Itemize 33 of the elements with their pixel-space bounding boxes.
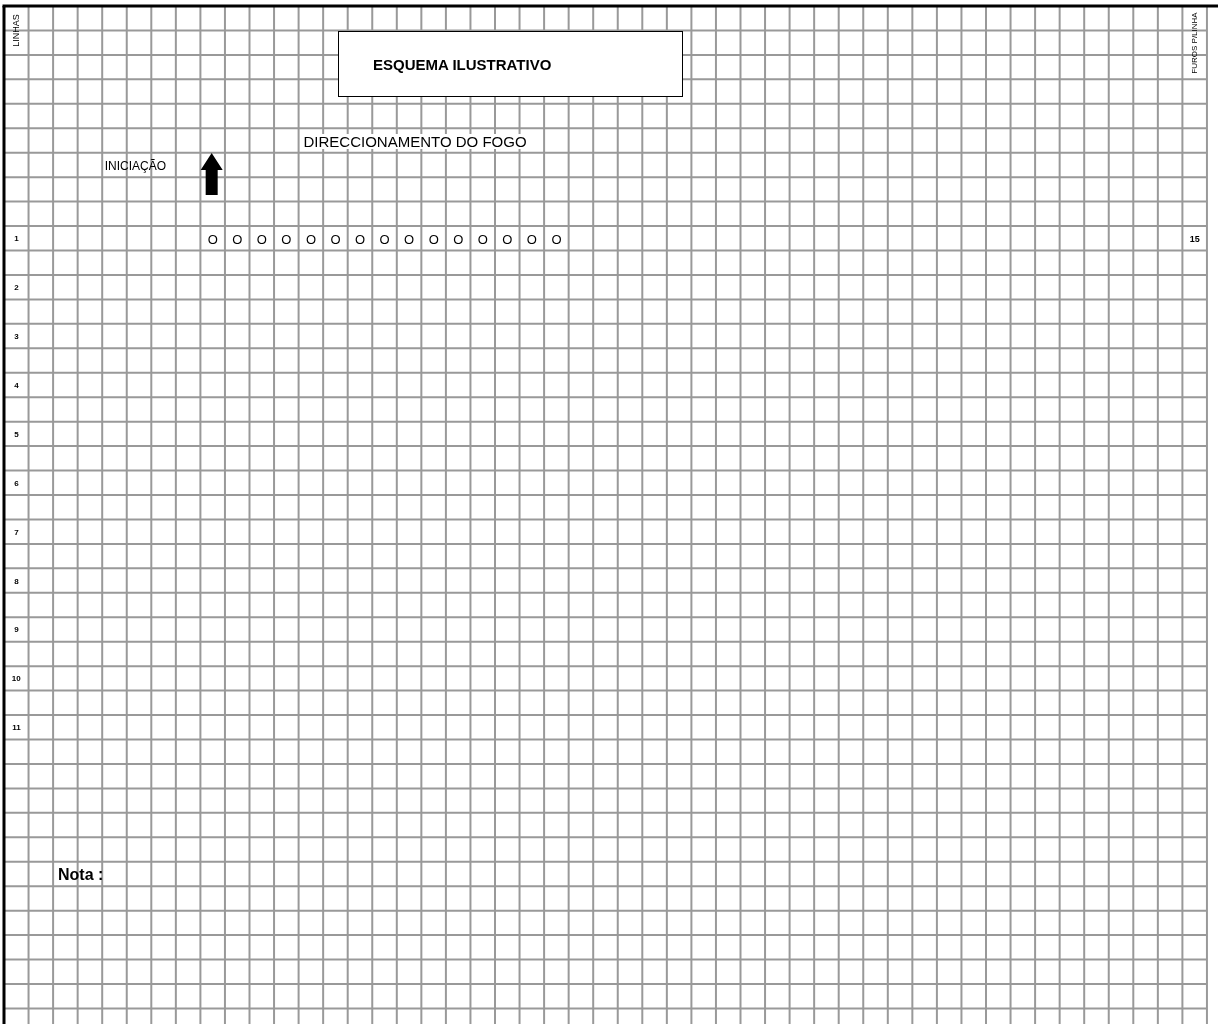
hole-mark: O (453, 232, 464, 246)
row-number: 6 (14, 479, 19, 488)
hole-mark: O (354, 232, 366, 246)
side-text: INICIAÇÃO (104, 159, 166, 172)
title-box: ESQUEMA ILUSTRATIVO (338, 31, 683, 97)
row-number: 8 (14, 577, 19, 586)
hole-mark: O (207, 232, 218, 246)
hole-mark: O (477, 232, 488, 246)
hole-mark: O (502, 232, 513, 246)
row-number: 15 (1189, 234, 1200, 244)
column-heading: LINHAS (11, 14, 21, 47)
hole-mark: O (305, 232, 316, 246)
hole-mark: O (379, 232, 390, 246)
row-number: 4 (14, 381, 19, 390)
hole-mark: O (404, 232, 415, 246)
column-heading: FUROS P/LINHA (1190, 12, 1199, 74)
row-number: 5 (14, 430, 19, 439)
note-label: Nota : (58, 866, 104, 883)
hole-mark: O (526, 232, 537, 246)
row-number: 2 (14, 284, 19, 293)
hole-mark: O (281, 232, 292, 246)
row-number: 11 (12, 724, 21, 733)
row-number: 10 (11, 675, 21, 684)
row-number: 3 (14, 333, 19, 342)
hole-mark: O (428, 232, 439, 246)
row-number: 7 (14, 528, 19, 537)
row-number: 9 (14, 626, 19, 635)
row-number: 1 (14, 235, 19, 244)
hole-mark: O (330, 232, 341, 246)
heading-text: DIRECCIONAMENTO DO FOGO (303, 133, 527, 149)
hole-mark: O (256, 232, 267, 246)
hole-mark: O (551, 232, 562, 246)
hole-mark: O (232, 232, 243, 246)
